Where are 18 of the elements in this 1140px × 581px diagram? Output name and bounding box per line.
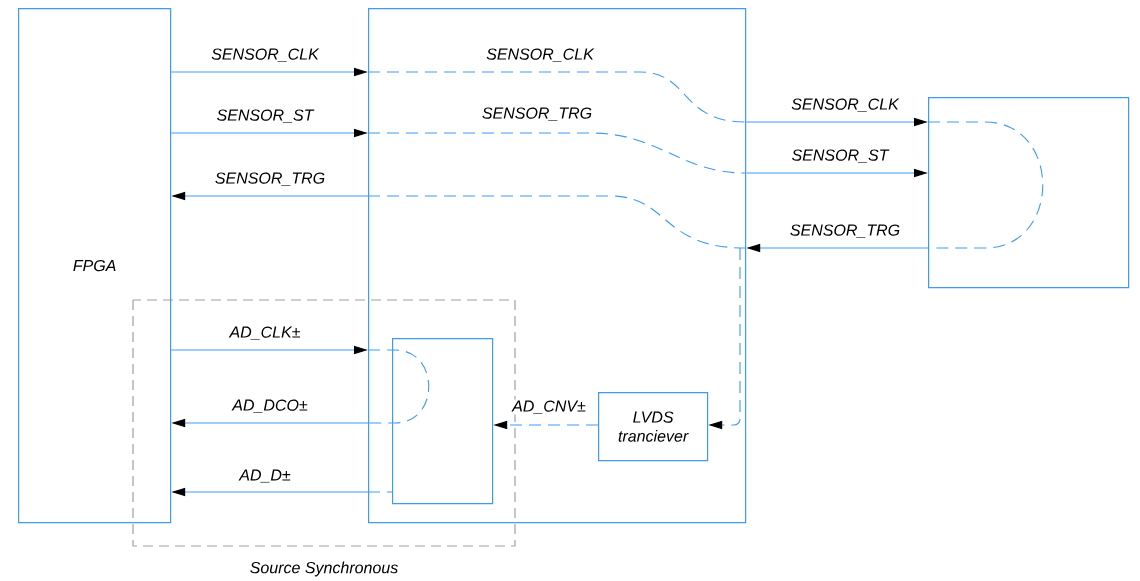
adc-box (392, 338, 494, 505)
edge-label: SENSOR_ST (215, 108, 315, 124)
signal-label: SENSOR_TRG (480, 106, 594, 122)
edge-label: SENSOR_CLK (790, 97, 900, 113)
group-caption: Source Synchronous (248, 560, 400, 578)
edge-label: SENSOR_CLK (210, 47, 320, 63)
edge-label: AD_CNV± (511, 399, 587, 415)
fpga-box: FPGA (18, 8, 172, 524)
edge-label: SENSOR_TRG (213, 171, 327, 187)
edge-label: AD_DCO± (231, 398, 309, 414)
transceiver-box: LVDS tranciever (598, 392, 709, 462)
edge-label: AD_CLK± (228, 325, 302, 341)
edge-label: AD_D± (238, 468, 292, 484)
signal-label: SENSOR_CLK (485, 47, 595, 63)
edge-label: SENSOR_TRG (788, 223, 902, 239)
board-box (368, 8, 747, 524)
sensor-box (928, 97, 1130, 289)
edge-label: SENSOR_ST (790, 148, 890, 164)
